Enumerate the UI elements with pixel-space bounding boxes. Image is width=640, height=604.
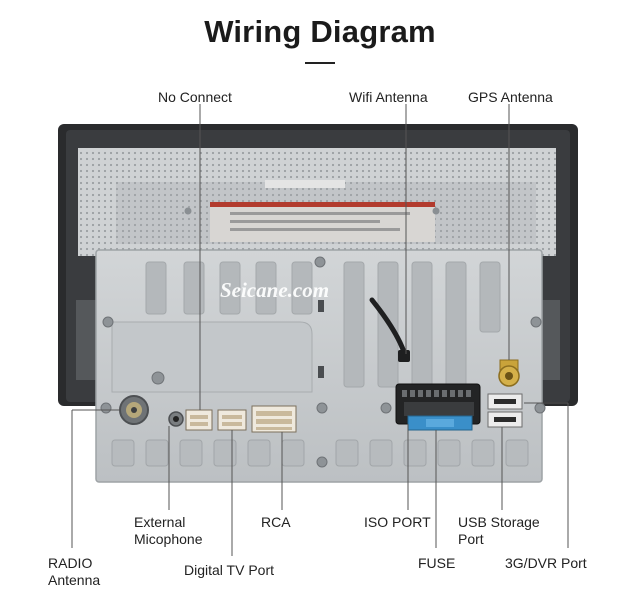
mic-jack — [168, 411, 184, 427]
label-external-mic-line2: Micophone — [134, 531, 203, 547]
usb-ports — [487, 393, 523, 428]
label-usb-line1: USB Storage — [458, 514, 540, 530]
digital-tv-connector — [185, 409, 213, 431]
label-wifi-antenna: Wifi Antenna — [349, 89, 428, 105]
left-bracket — [76, 300, 98, 380]
iso-port-connector — [395, 383, 481, 425]
label-external-mic-line1: External — [134, 514, 186, 530]
label-digital-tv: Digital TV Port — [184, 562, 274, 578]
label-rca: RCA — [261, 514, 291, 530]
label-usb-line2: Port — [458, 531, 484, 547]
label-dvr-port: 3G/DVR Port — [505, 555, 587, 571]
diagram-title: Wiring Diagram — [204, 14, 436, 49]
tv-connector-2 — [217, 409, 247, 431]
gps-antenna-connector — [498, 359, 520, 387]
label-radio-line1: RADIO — [48, 555, 93, 571]
wifi-antenna-cable — [369, 297, 407, 355]
watermark: Seicane.com — [220, 278, 329, 302]
label-iso-port: ISO PORT — [364, 514, 431, 530]
label-gps-antenna: GPS Antenna — [468, 89, 553, 105]
label-no-connect: No Connect — [158, 89, 232, 105]
label-external-mic: External Micophone — [134, 514, 203, 548]
label-fuse: FUSE — [418, 555, 456, 571]
label-usb-storage: USB Storage Port — [458, 514, 540, 548]
radio-antenna-socket — [119, 395, 149, 425]
label-radio-antenna: RADIO Antenna — [48, 555, 100, 589]
right-bracket — [538, 300, 560, 380]
rca-connector — [251, 405, 297, 433]
label-radio-line2: Antenna — [48, 572, 101, 588]
title-underline — [305, 62, 335, 64]
